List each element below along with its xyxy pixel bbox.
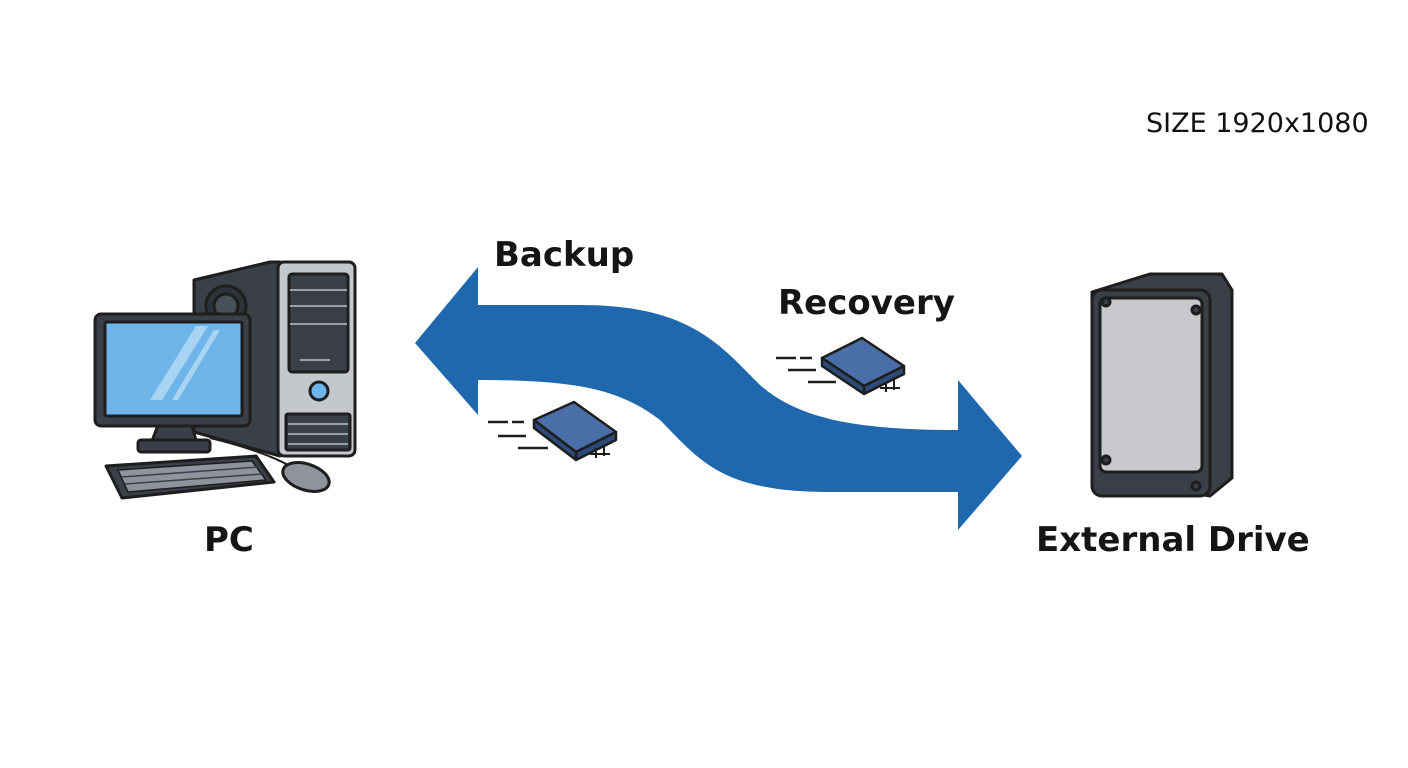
pc-keyboard <box>104 454 276 500</box>
external-drive-label: External Drive <box>1036 520 1310 560</box>
pc-label: PC <box>204 520 254 560</box>
backup-label: Backup <box>494 235 635 275</box>
pc-monitor <box>93 312 252 454</box>
backup-recovery-arrow <box>415 267 1022 530</box>
size-note: SIZE 1920x1080 <box>1146 108 1369 139</box>
recovery-label: Recovery <box>778 283 955 323</box>
external-drive <box>1090 272 1234 498</box>
recovery-data-chip-icon <box>776 336 906 396</box>
backup-data-chip-icon <box>488 400 618 462</box>
pc-mouse <box>209 437 331 493</box>
